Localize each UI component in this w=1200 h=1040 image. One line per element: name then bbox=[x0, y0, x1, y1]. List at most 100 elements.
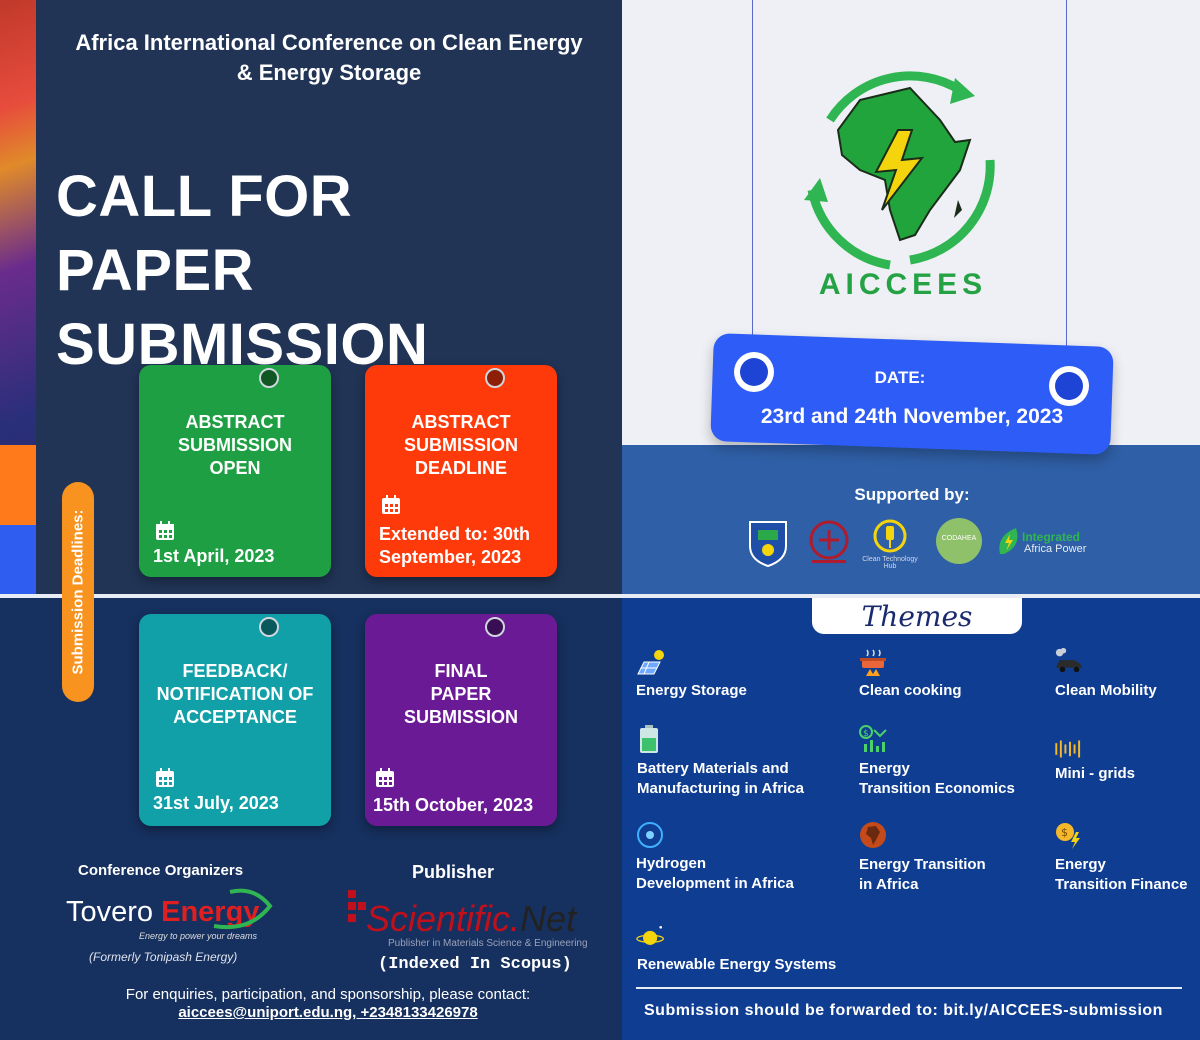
globe-africa-icon bbox=[860, 822, 886, 848]
svg-text:$: $ bbox=[863, 729, 869, 739]
calendar-icon bbox=[156, 521, 174, 540]
logo-word: Energy bbox=[161, 896, 260, 928]
organizer-former-name: (Formerly Tonipash Energy) bbox=[89, 950, 238, 964]
calendar-icon bbox=[376, 768, 394, 787]
sponsor-caption: Integrated bbox=[1022, 530, 1081, 544]
conference-title: Africa International Conference on Clean… bbox=[40, 28, 618, 88]
theme-label-line: Energy Transition bbox=[859, 856, 986, 873]
scientific-net-mark-icon bbox=[348, 890, 366, 922]
publisher-indexed-note: (Indexed In Scopus) bbox=[378, 955, 572, 974]
coin-lightning-icon: $ bbox=[1056, 823, 1080, 849]
calendar-icon bbox=[156, 768, 174, 787]
card-date-line: September, 2023 bbox=[379, 547, 522, 567]
decorative-blue-bar bbox=[0, 525, 36, 595]
theme-renewable-energy-systems: Renewable Energy Systems bbox=[637, 955, 836, 975]
deadline-card-feedback: FEEDBACK/ NOTIFICATION OF ACCEPTANCE 31s… bbox=[139, 614, 331, 826]
contact-email-phone-link[interactable]: aiccees@uniport.edu.ng, +2348133426978 bbox=[178, 1004, 478, 1021]
deadlines-pill-text: Submission Deadlines: bbox=[69, 509, 87, 675]
svg-text:$: $ bbox=[1061, 826, 1068, 839]
theme-energy-storage: Energy Storage bbox=[636, 681, 747, 701]
theme-label-line: Energy bbox=[859, 760, 910, 777]
sponsor-caption: CODAHEA bbox=[941, 535, 977, 542]
deadline-card-abstract-deadline: ABSTRACT SUBMISSION DEADLINE Extended to… bbox=[365, 365, 557, 577]
theme-label-line: Development in Africa bbox=[636, 875, 794, 892]
solar-panel-icon bbox=[637, 650, 664, 675]
grid-bars-icon bbox=[1055, 740, 1081, 758]
theme-label-line: Clean Mobility bbox=[1055, 682, 1157, 699]
theme-energy-transition-economics: Energy Transition Economics bbox=[859, 759, 1015, 799]
clean-technology-hub-logo: Clean Technology Hub bbox=[858, 518, 922, 570]
card-date: Extended to: 30th September, 2023 bbox=[379, 523, 530, 569]
cooking-pot-icon bbox=[860, 649, 886, 676]
theme-label-line: Hydrogen bbox=[636, 855, 707, 872]
card-title: FEEDBACK/ NOTIFICATION OF ACCEPTANCE bbox=[147, 660, 323, 729]
card-title-line: SUBMISSION bbox=[403, 707, 518, 727]
theme-clean-cooking: Clean cooking bbox=[859, 681, 962, 701]
publisher-label: Publisher bbox=[412, 862, 495, 882]
ring-icon bbox=[734, 352, 774, 392]
car-icon bbox=[1055, 647, 1083, 673]
theme-clean-mobility: Clean Mobility bbox=[1055, 681, 1157, 701]
calendar-icon bbox=[382, 495, 400, 514]
planet-orbit-icon bbox=[636, 925, 665, 945]
submission-divider bbox=[636, 987, 1182, 989]
conference-organizers-label: Conference Organizers bbox=[78, 862, 244, 879]
card-pin-icon bbox=[485, 617, 505, 637]
card-title: ABSTRACT SUBMISSION DEADLINE bbox=[373, 411, 549, 480]
card-title-line: OPEN bbox=[209, 458, 261, 478]
theme-hydrogen-development: Hydrogen Development in Africa bbox=[636, 854, 794, 894]
call-for-papers-title: CALL FOR PAPER SUBMISSION bbox=[56, 160, 616, 382]
leaf-lightning-icon bbox=[999, 528, 1018, 554]
themes-tab bbox=[812, 598, 1022, 634]
ring-icon bbox=[1049, 366, 1089, 406]
card-title: FINAL PAPER SUBMISSION bbox=[373, 660, 549, 729]
theme-energy-transition-finance: Energy Transition Finance bbox=[1055, 855, 1188, 895]
africa-lightning-recycle-icon bbox=[804, 71, 995, 270]
scientific-net-logo: Scientific.Net bbox=[366, 898, 576, 940]
card-date-line: Extended to: 30th bbox=[379, 524, 531, 544]
card-title-line: ACCEPTANCE bbox=[173, 707, 297, 727]
conference-title-line: & Energy Storage bbox=[236, 60, 422, 85]
card-title-line: SUBMISSION bbox=[177, 435, 292, 455]
publisher-tagline: Publisher in Materials Science & Enginee… bbox=[388, 938, 588, 949]
card-title-line: NOTIFICATION OF bbox=[156, 684, 314, 704]
conference-title-line: Africa International Conference on Clean… bbox=[75, 30, 583, 55]
event-date: 23rd and 24th November, 2023 bbox=[760, 405, 1064, 428]
card-title-line: FINAL bbox=[434, 661, 488, 681]
card-date: 31st July, 2023 bbox=[153, 793, 279, 813]
research-centre-logo bbox=[809, 520, 849, 563]
hanging-string bbox=[752, 0, 753, 356]
card-title-line: DEADLINE bbox=[414, 458, 507, 478]
aiccees-logo-text: AICCEES bbox=[818, 268, 988, 301]
university-crest-icon bbox=[749, 521, 787, 568]
integrated-africa-power-logo: Integrated Africa Power bbox=[996, 518, 1096, 568]
date-label: DATE: bbox=[874, 368, 926, 387]
money-chart-icon: $ bbox=[859, 725, 887, 752]
deadline-card-abstract-open: ABSTRACT SUBMISSION OPEN 1st April, 2023 bbox=[139, 365, 331, 577]
card-title-line: PAPER bbox=[430, 684, 492, 704]
supported-by-label: Supported by: bbox=[854, 485, 970, 504]
themes-title: Themes bbox=[861, 600, 973, 633]
theme-label-line: Mini - grids bbox=[1055, 765, 1135, 782]
logo-word: Net bbox=[520, 898, 577, 939]
theme-label-line: Transition Economics bbox=[859, 780, 1015, 797]
plug-icon bbox=[873, 519, 907, 553]
card-date: 15th October, 2023 bbox=[373, 795, 534, 815]
hydrogen-atom-icon bbox=[637, 822, 663, 848]
theme-label-line: Manufacturing in Africa bbox=[637, 780, 804, 797]
supporters-band bbox=[622, 445, 1200, 595]
card-title-line: ABSTRACT bbox=[411, 412, 511, 432]
cfp-title-line: CALL FOR bbox=[56, 164, 353, 229]
theme-label-line: Clean cooking bbox=[859, 682, 962, 699]
sponsor-caption: Africa Power bbox=[1024, 543, 1087, 555]
submission-deadlines-label: Submission Deadlines: bbox=[62, 482, 94, 702]
theme-mini-grids: Mini - grids bbox=[1055, 764, 1135, 784]
cfp-title-line: PAPER SUBMISSION bbox=[56, 238, 429, 377]
theme-energy-transition-africa: Energy Transition in Africa bbox=[859, 855, 986, 895]
submission-link[interactable]: Submission should be forwarded to: bit.l… bbox=[644, 1002, 1163, 1019]
card-pin-icon bbox=[485, 368, 505, 388]
card-title-line: FEEDBACK/ bbox=[182, 661, 288, 681]
section-divider bbox=[0, 594, 1200, 598]
tovero-swoosh-icon bbox=[213, 888, 273, 930]
card-title: ABSTRACT SUBMISSION OPEN bbox=[147, 411, 323, 480]
